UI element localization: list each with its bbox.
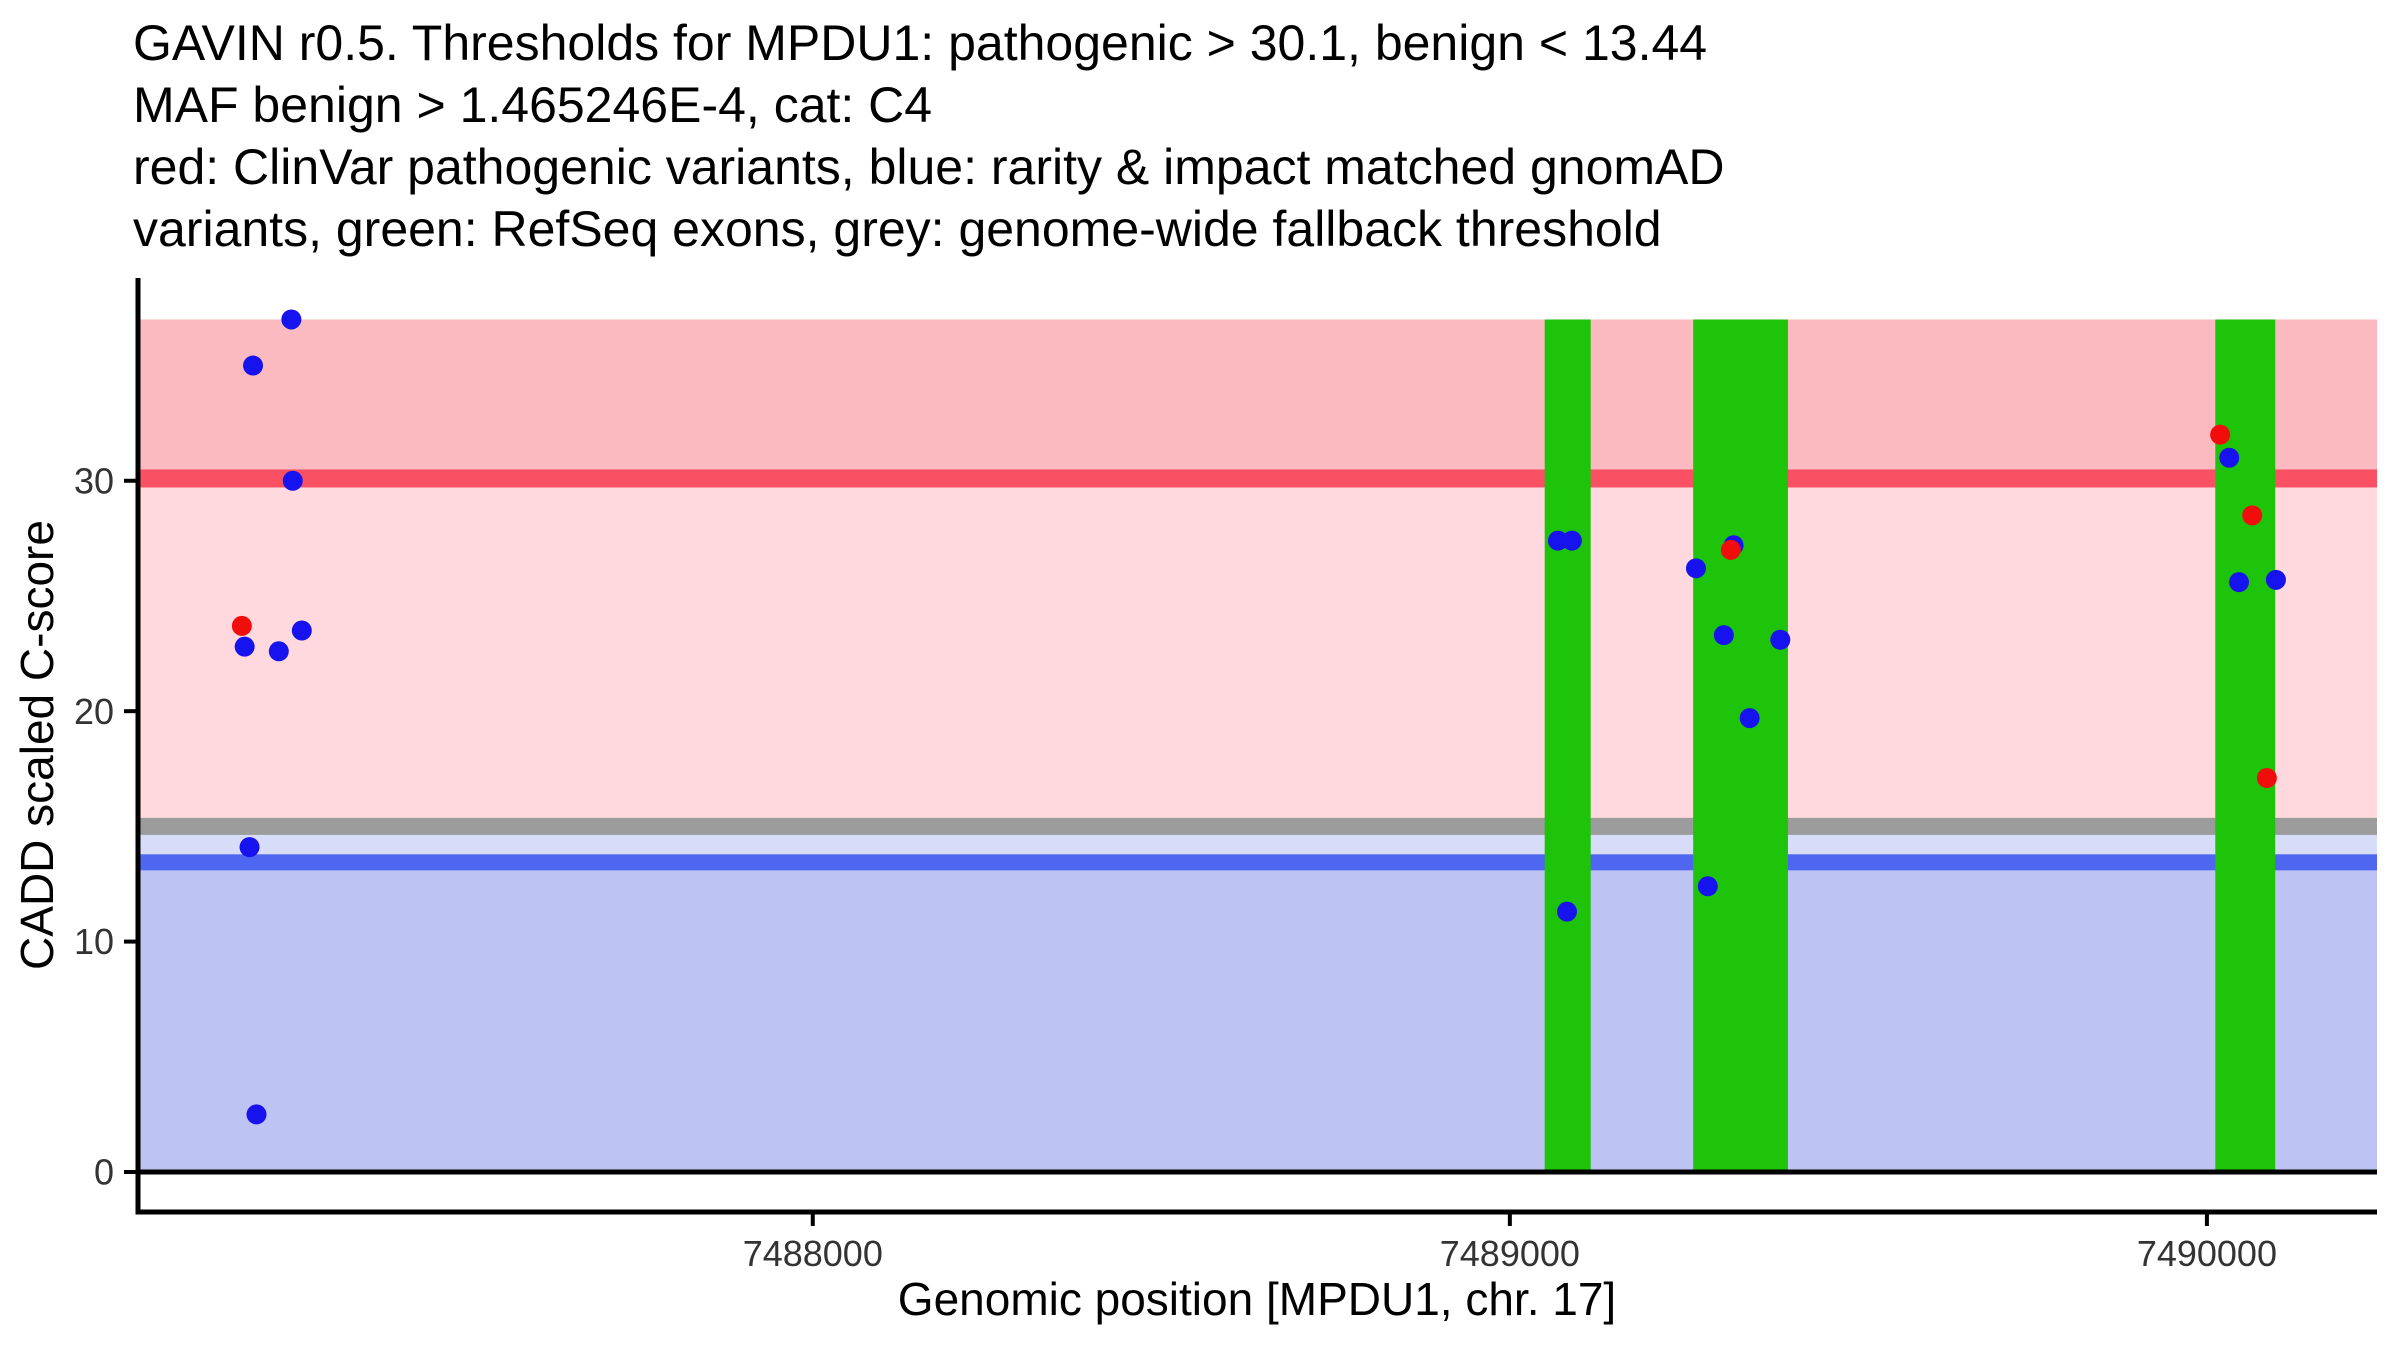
- variant-point-red: [231, 615, 252, 636]
- variant-point-blue: [1697, 876, 1718, 897]
- variant-point-blue: [2228, 572, 2249, 593]
- benign-threshold-line: [138, 854, 2377, 871]
- variant-point-blue: [291, 620, 312, 641]
- y-tick-label-0: 0: [94, 1152, 114, 1193]
- band-pathogenic-zone: [138, 319, 2377, 479]
- chart-title-line-4: variants, green: RefSeq exons, grey: gen…: [133, 201, 1662, 257]
- variant-point-blue: [1739, 708, 1760, 729]
- chart-title-line-3: red: ClinVar pathogenic variants, blue: …: [133, 139, 1725, 195]
- variant-point-blue: [1685, 558, 1706, 579]
- variant-point-blue: [1561, 530, 1582, 551]
- variant-point-blue: [1713, 625, 1734, 646]
- variant-point-blue: [1557, 901, 1578, 922]
- chart-title-line-1: GAVIN r0.5. Thresholds for MPDU1: pathog…: [133, 15, 1708, 71]
- variant-point-blue: [1547, 530, 1568, 551]
- y-tick-label-10: 10: [74, 921, 114, 962]
- x-tick-label-7490000: 7490000: [2137, 1233, 2277, 1274]
- x-tick-label-7489000: 7489000: [1440, 1233, 1580, 1274]
- variant-point-red: [2210, 424, 2231, 445]
- exon-bar-3: [2215, 319, 2276, 1172]
- exon-bar-1: [1544, 319, 1591, 1172]
- variant-point-red: [2256, 767, 2277, 788]
- variant-point-blue: [282, 470, 303, 491]
- variant-point-blue: [243, 355, 264, 376]
- x-tick-label-7488000: 7488000: [743, 1233, 883, 1274]
- pathogenic-threshold-line: [138, 469, 2377, 488]
- variant-point-red: [1720, 539, 1741, 560]
- x-axis-label: Genomic position [MPDU1, chr. 17]: [897, 1273, 1617, 1325]
- fallback-threshold-line: [138, 817, 2377, 835]
- variant-point-blue: [246, 1104, 267, 1125]
- exon-bar-2: [1693, 319, 1788, 1172]
- variant-point-blue: [239, 837, 260, 858]
- chart-title: GAVIN r0.5. Thresholds for MPDU1: pathog…: [133, 12, 1724, 260]
- y-axis-label: CADD scaled C-score: [11, 520, 63, 970]
- variant-point-blue: [2219, 447, 2240, 468]
- band-uncertain-zone: [138, 478, 2377, 827]
- zero-baseline: [138, 1169, 2377, 1175]
- variant-point-blue: [2265, 569, 2286, 590]
- variant-point-blue: [281, 309, 302, 330]
- variant-point-blue: [1770, 629, 1791, 650]
- variant-point-blue: [234, 636, 255, 657]
- chart-title-line-2: MAF benign > 1.465246E-4, cat: C4: [133, 77, 933, 133]
- band-benign-zone: [138, 862, 2377, 1172]
- variant-point-red: [2242, 505, 2263, 526]
- variant-point-blue: [268, 641, 289, 662]
- y-tick-label-30: 30: [74, 460, 114, 501]
- y-tick-label-20: 20: [74, 691, 114, 732]
